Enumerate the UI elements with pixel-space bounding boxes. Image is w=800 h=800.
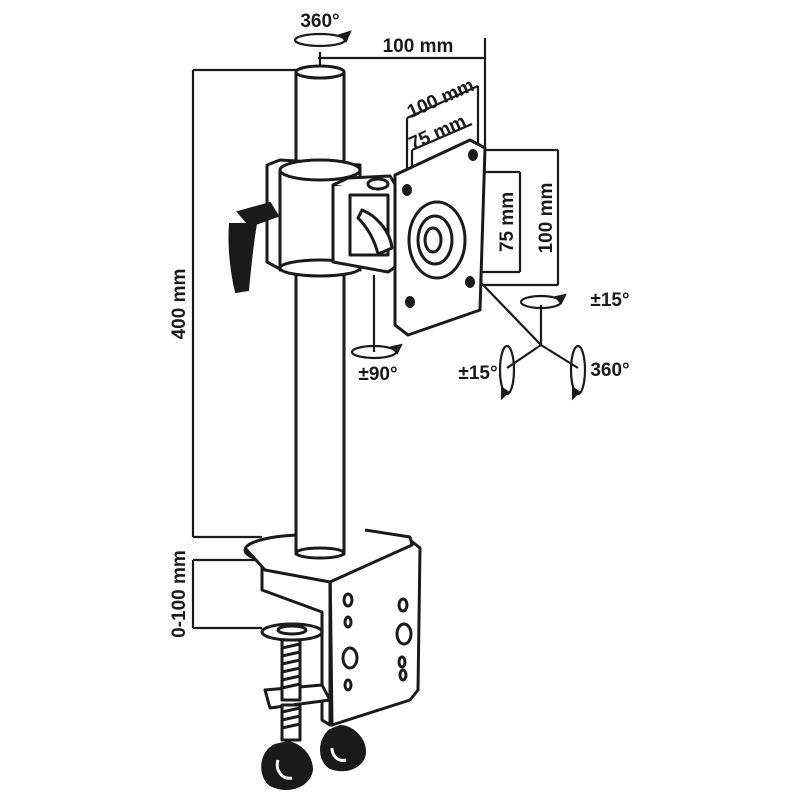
pole-height-label: 400 mm [169, 269, 190, 340]
vesa-large-height-label: 100 mm [536, 183, 557, 254]
clamp-range-label: 0-100 mm [169, 550, 190, 638]
arm-swivel-label: ±90° [358, 364, 397, 385]
pole [294, 64, 346, 560]
tilt-vertical-label: ±15° [590, 290, 629, 311]
vesa-plate [393, 138, 487, 337]
desk-clamp [243, 528, 422, 790]
pole-rotation-label: 360° [300, 11, 339, 32]
vesa-large-width-label: 100 mm [404, 75, 477, 123]
rotation-arrows [293, 30, 587, 401]
tilt-horizontal-label: ±15° [458, 363, 497, 384]
vesa-small-height-label: 75 mm [497, 192, 518, 252]
plate-rotation-label: 360° [590, 360, 629, 381]
pole-to-plate-label: 100 mm [383, 36, 454, 57]
tilt-joint [331, 174, 400, 274]
